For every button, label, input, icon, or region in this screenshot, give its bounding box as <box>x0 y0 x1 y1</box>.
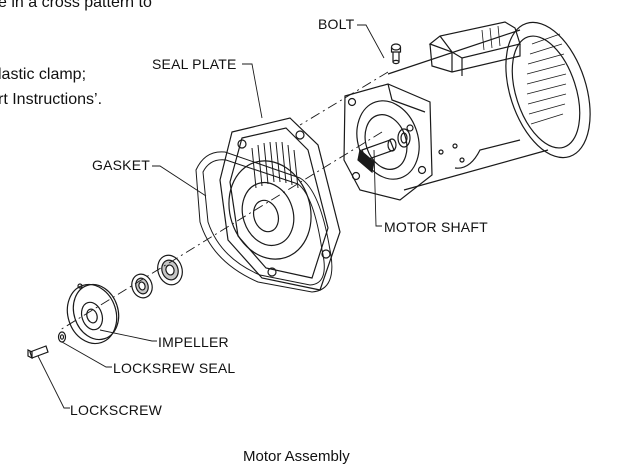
instruction-line-2: lastic clamp; <box>0 66 87 83</box>
label-motor-shaft: MOTOR SHAFT <box>384 219 488 235</box>
instruction-line-1: e in a cross pattern to <box>0 0 152 11</box>
motor-body <box>344 12 606 200</box>
label-lockscrew: LOCKSCREW <box>70 402 163 418</box>
instruction-line-3: rt Instructions’. <box>0 91 103 108</box>
label-impeller: IMPELLER <box>158 334 229 350</box>
label-lockscrew-seal: LOCKSREW SEAL <box>113 360 236 376</box>
lockscrew-seal-part <box>59 332 66 342</box>
seal-ring-large <box>154 252 186 288</box>
gasket-part <box>196 152 332 292</box>
seal-ring-small <box>129 271 155 300</box>
bolt-part <box>392 44 401 64</box>
impeller-part <box>60 278 126 350</box>
motor-shaft-part <box>358 129 410 172</box>
label-bolt: BOLT <box>318 16 355 32</box>
label-gasket: GASKET <box>92 157 150 173</box>
seal-plate-part <box>217 118 340 290</box>
leader-lines <box>38 25 384 408</box>
lockscrew-part <box>28 346 48 358</box>
figure-caption: Motor Assembly <box>243 448 350 465</box>
label-seal-plate: SEAL PLATE <box>152 56 237 72</box>
